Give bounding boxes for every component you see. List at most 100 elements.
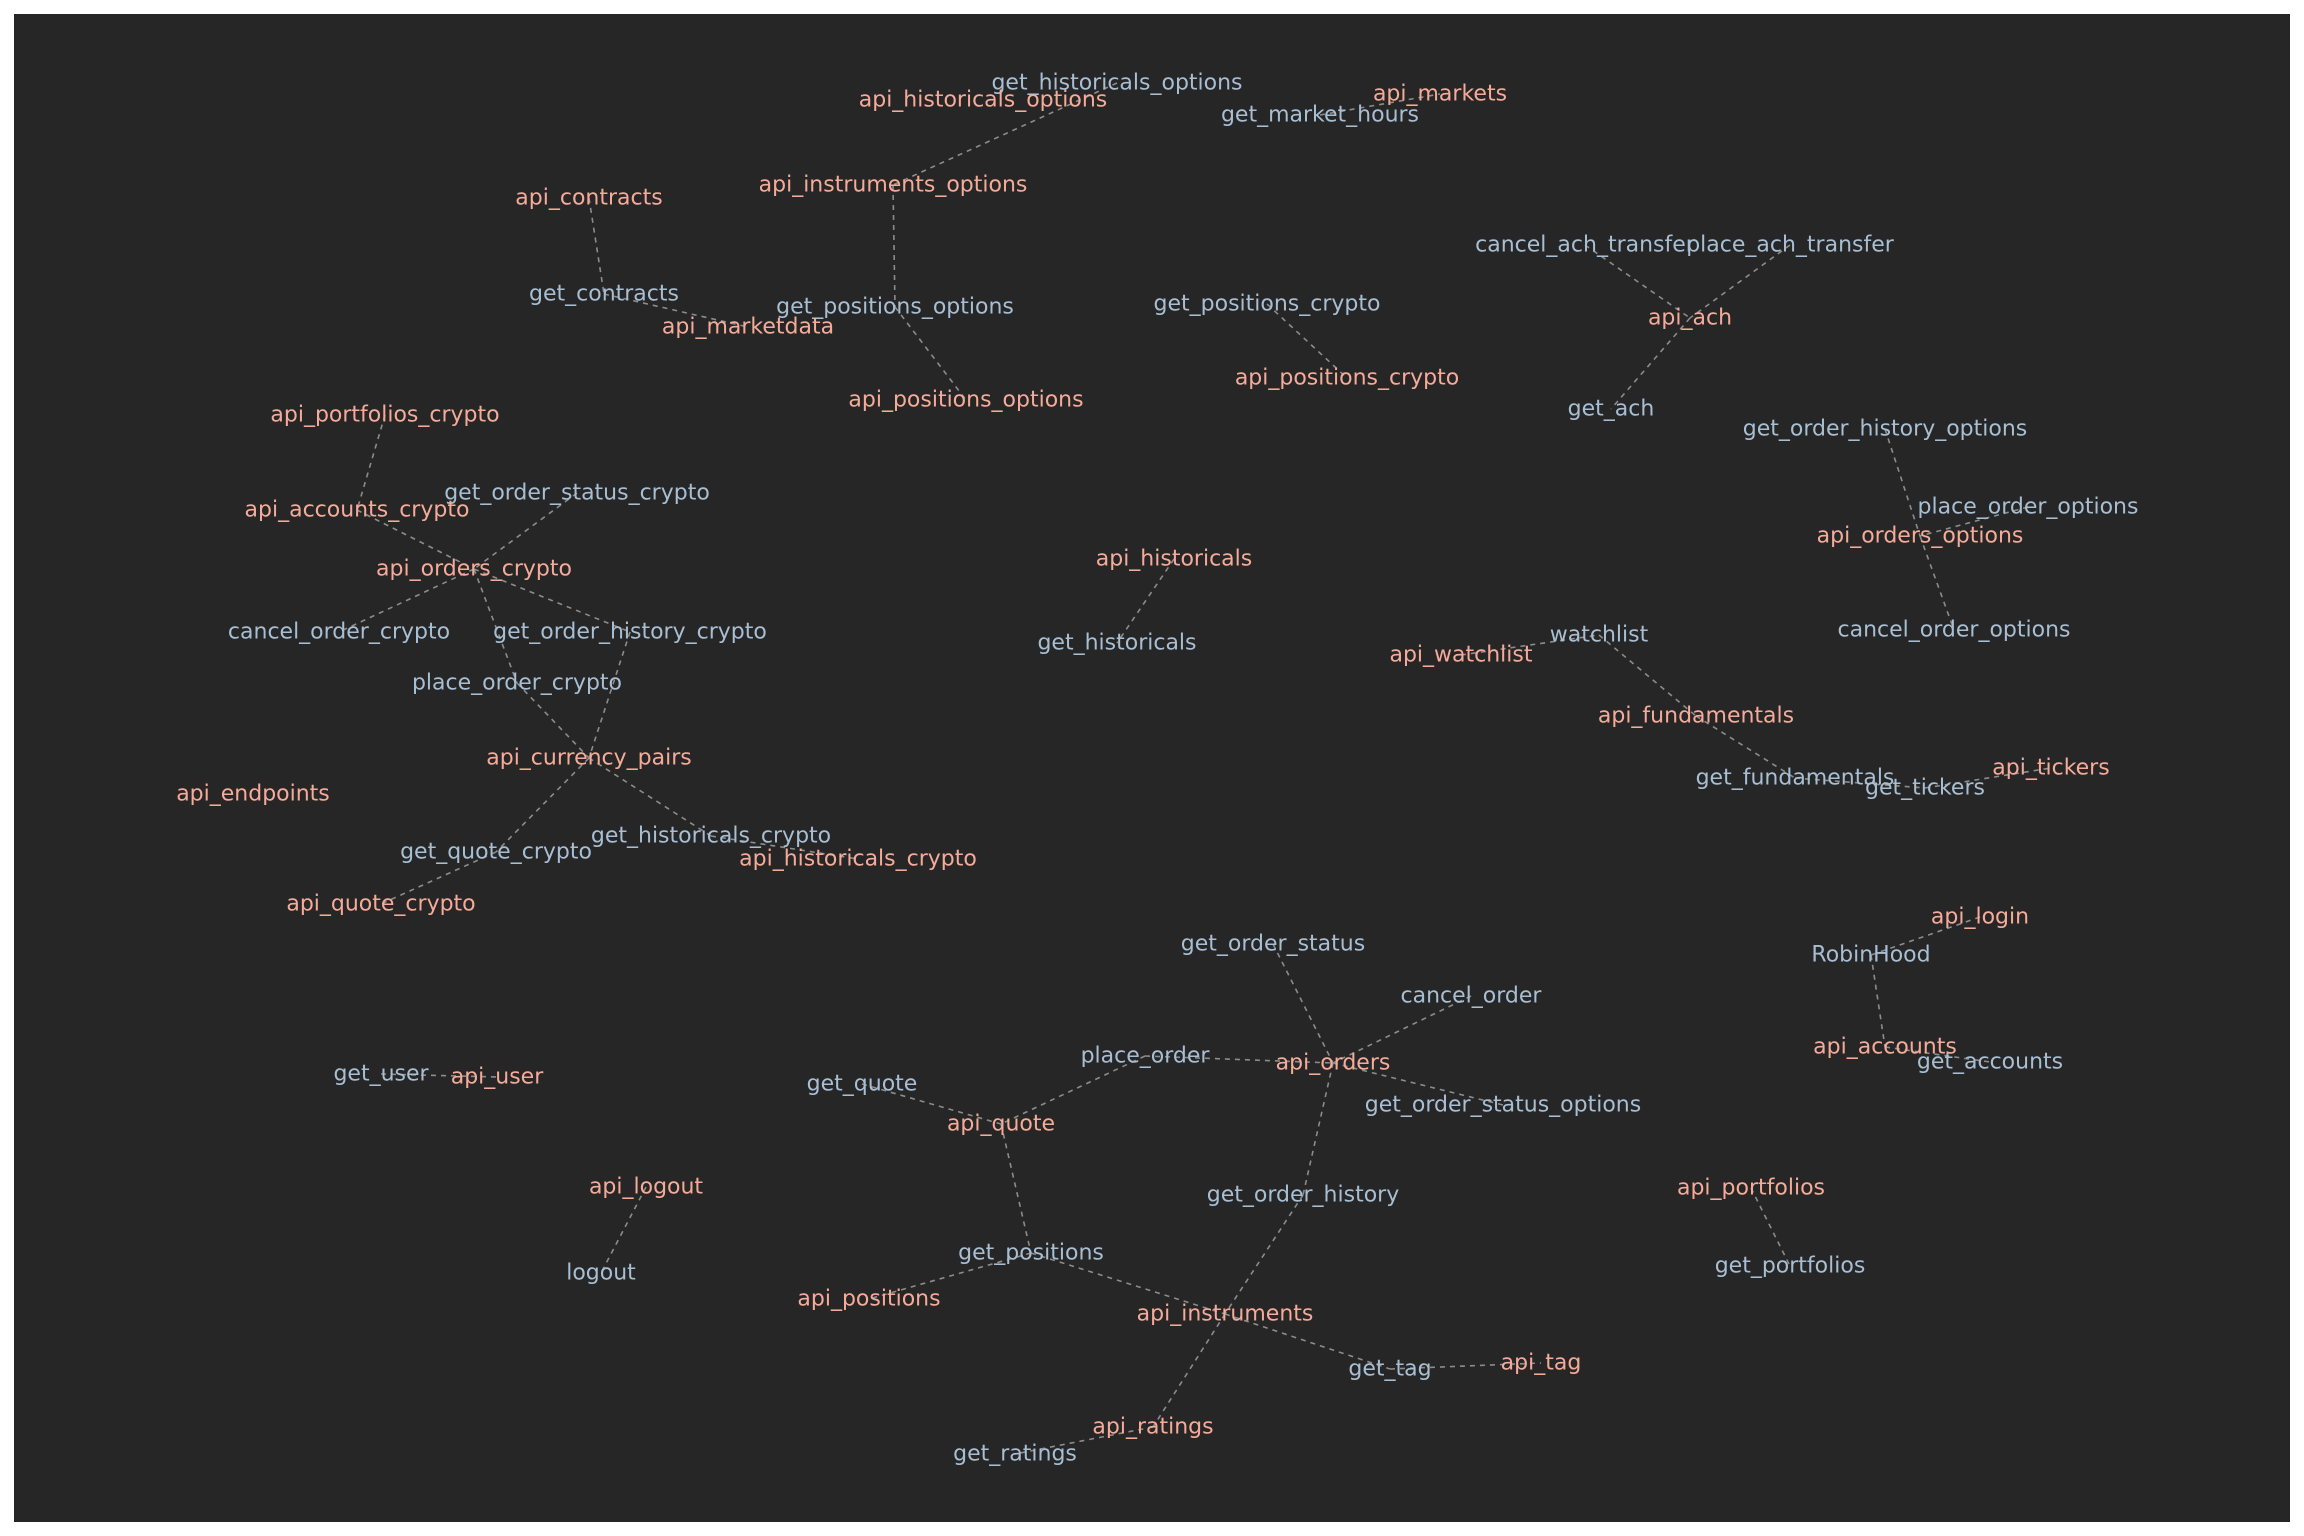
- node-get-order-history-crypto: get_order_history_crypto: [493, 620, 767, 645]
- node-api-markets: api_markets: [1373, 82, 1507, 107]
- edge-watchlist-api_fundamentals: [1598, 634, 1697, 717]
- edge-get_historicals_crypto-api_historicals_crypto: [710, 835, 859, 860]
- node-get-positions-crypto: get_positions_crypto: [1154, 292, 1381, 317]
- node-get-tickers: get_tickers: [1865, 776, 1985, 801]
- edge-get_order_status_crypto-api_orders_crypto: [473, 492, 578, 570]
- edge-api_instruments-api_ratings: [1152, 1313, 1226, 1428]
- node-get-accounts: get_accounts: [1917, 1050, 2063, 1075]
- edge-get_tickers-api_tickers: [1924, 767, 2052, 789]
- node-get-ach: get_ach: [1568, 397, 1655, 422]
- node-get-quote: get_quote: [807, 1072, 918, 1097]
- node-api-historicals-crypto: api_historicals_crypto: [739, 847, 977, 872]
- edge-get_historicals_options-api_instruments_options: [892, 82, 1118, 186]
- edge-api_contracts-get_contracts: [588, 197, 605, 295]
- edge-api_portfolios-get_portfolios: [1750, 1187, 1791, 1267]
- node-cancel-order-options: cancel_order_options: [1838, 618, 2071, 643]
- node-api-currency-pairs: api_currency_pairs: [486, 746, 691, 771]
- node-get-ratings: get_ratings: [953, 1442, 1077, 1467]
- node-place-order-options: place_order_options: [1918, 495, 2139, 520]
- edge-api_portfolios_crypto-api_accounts_crypto: [356, 414, 386, 511]
- node-get-order-history-options: get_order_history_options: [1743, 417, 2028, 442]
- node-get-market-hours: get_market_hours: [1221, 103, 1419, 128]
- edge-api_currency_pairs-get_quote_crypto: [495, 757, 590, 853]
- node-api-ach: api_ach: [1648, 306, 1732, 331]
- edge-get_order_status-api_orders: [1272, 943, 1334, 1064]
- edge-place_order_crypto-api_currency_pairs: [516, 682, 590, 759]
- node-api-historicals: api_historicals: [1096, 547, 1252, 572]
- node-cancel-order: cancel_order: [1401, 984, 1543, 1009]
- edges-layer: [338, 82, 2052, 1455]
- node-api-accounts: api_accounts: [1813, 1035, 1957, 1060]
- edge-api_orders_crypto-get_order_history_crypto: [473, 568, 631, 633]
- node-place-order: place_order: [1081, 1044, 1211, 1069]
- node-watchlist: watchlist: [1550, 623, 1649, 648]
- edge-api_accounts-get_accounts: [1884, 1046, 1991, 1063]
- node-api-portfolios: api_portfolios: [1677, 1176, 1825, 1201]
- edge-get_market_hours-api_markets: [1319, 93, 1441, 116]
- node-api-positions-options: api_positions_options: [848, 388, 1083, 413]
- edge-get_quote_crypto-api_quote_crypto: [380, 851, 497, 905]
- node-api-logout: api_logout: [589, 1175, 703, 1200]
- node-api-orders: api_orders: [1276, 1051, 1391, 1076]
- edge-api_accounts_crypto-api_orders_crypto: [356, 509, 475, 570]
- node-api-positions-crypto: api_positions_crypto: [1235, 366, 1459, 391]
- node-RobinHood: RobinHood: [1811, 943, 1930, 968]
- node-get-historicals: get_historicals: [1037, 631, 1196, 656]
- node-api-ratings: api_ratings: [1092, 1415, 1213, 1440]
- edge-get_order_history_crypto-api_currency_pairs: [588, 631, 631, 759]
- graph-panel: [14, 14, 2290, 1522]
- edge-api_orders-get_order_history: [1302, 1062, 1334, 1196]
- node-cancel-order-crypto: cancel_order_crypto: [228, 620, 450, 645]
- node-api-marketdata: api_marketdata: [662, 315, 834, 340]
- edge-api_currency_pairs-get_historicals_crypto: [588, 757, 712, 837]
- edge-get_order_history-api_instruments: [1224, 1194, 1304, 1315]
- node-api-orders-options: api_orders_options: [1817, 524, 2024, 549]
- node-cancel-ach-transfer: cancel_ach_transfer: [1475, 233, 1696, 258]
- edge-place_order-api_orders: [1144, 1055, 1334, 1064]
- edge-api_orders_options-cancel_order_options: [1919, 535, 1955, 631]
- edge-api_logout-logout: [600, 1186, 647, 1274]
- edge-place_order_options-api_orders_options: [1919, 506, 2029, 537]
- edge-get_fundamentals-get_tickers: [1794, 777, 1926, 789]
- node-logout: logout: [566, 1261, 636, 1286]
- edge-api_orders_crypto-cancel_order_crypto: [338, 568, 475, 633]
- node-get-fundamentals: get_fundamentals: [1696, 766, 1895, 791]
- node-get-order-status-crypto: get_order_status_crypto: [444, 481, 710, 506]
- node-api-portfolios-crypto: api_portfolios_crypto: [270, 403, 499, 428]
- edge-api_instruments_options-get_positions_options: [892, 184, 896, 308]
- edge-place_ach_transfer-api_ach: [1689, 244, 1791, 319]
- node-get-tag: get_tag: [1348, 1357, 1431, 1382]
- node-api-instruments: api_instruments: [1137, 1302, 1314, 1327]
- node-get-quote-crypto: get_quote_crypto: [400, 840, 592, 865]
- node-get-portfolios: get_portfolios: [1715, 1254, 1866, 1279]
- node-place-ach-transfer: place_ach_transfer: [1686, 233, 1895, 258]
- node-get-order-status: get_order_status: [1181, 932, 1365, 957]
- edge-api_ach-get_ach: [1610, 317, 1691, 410]
- edge-get_positions-api_positions: [868, 1252, 1032, 1300]
- edge-place_order-api_quote: [1000, 1055, 1146, 1125]
- node-get-positions: get_positions: [958, 1241, 1104, 1266]
- node-api-login: api_login: [1931, 905, 2029, 930]
- node-api-tickers: api_tickers: [1992, 756, 2109, 781]
- edge-get_positions_crypto-api_positions_crypto: [1266, 303, 1348, 379]
- node-api-quote-crypto: api_quote_crypto: [286, 892, 475, 917]
- node-place-order-crypto: place_order_crypto: [412, 671, 622, 696]
- edge-get_positions-api_instruments: [1030, 1252, 1226, 1315]
- node-get-historicals-options: get_historicals_options: [991, 71, 1242, 96]
- node-get-order-history: get_order_history: [1207, 1183, 1399, 1208]
- edge-get_contracts-api_marketdata: [603, 293, 749, 328]
- node-api-contracts: api_contracts: [515, 186, 662, 211]
- node-api-historicals-options: api_historicals_options: [859, 88, 1108, 113]
- node-api-tag: api_tag: [1501, 1351, 1582, 1376]
- edge-cancel_ach_transfer-api_ach: [1584, 244, 1691, 319]
- node-get-historicals-crypto: get_historicals_crypto: [591, 824, 831, 849]
- edge-api_watchlist-watchlist: [1460, 634, 1600, 656]
- node-get-order-status-options: get_order_status_options: [1365, 1093, 1641, 1118]
- node-api-positions: api_positions: [797, 1287, 940, 1312]
- node-get-positions-options: get_positions_options: [776, 295, 1014, 320]
- node-get-user: get_user: [333, 1062, 429, 1087]
- edge-get_quote-api_quote: [861, 1083, 1002, 1125]
- edge-api_orders_crypto-place_order_crypto: [473, 568, 518, 684]
- node-api-fundamentals: api_fundamentals: [1598, 704, 1794, 729]
